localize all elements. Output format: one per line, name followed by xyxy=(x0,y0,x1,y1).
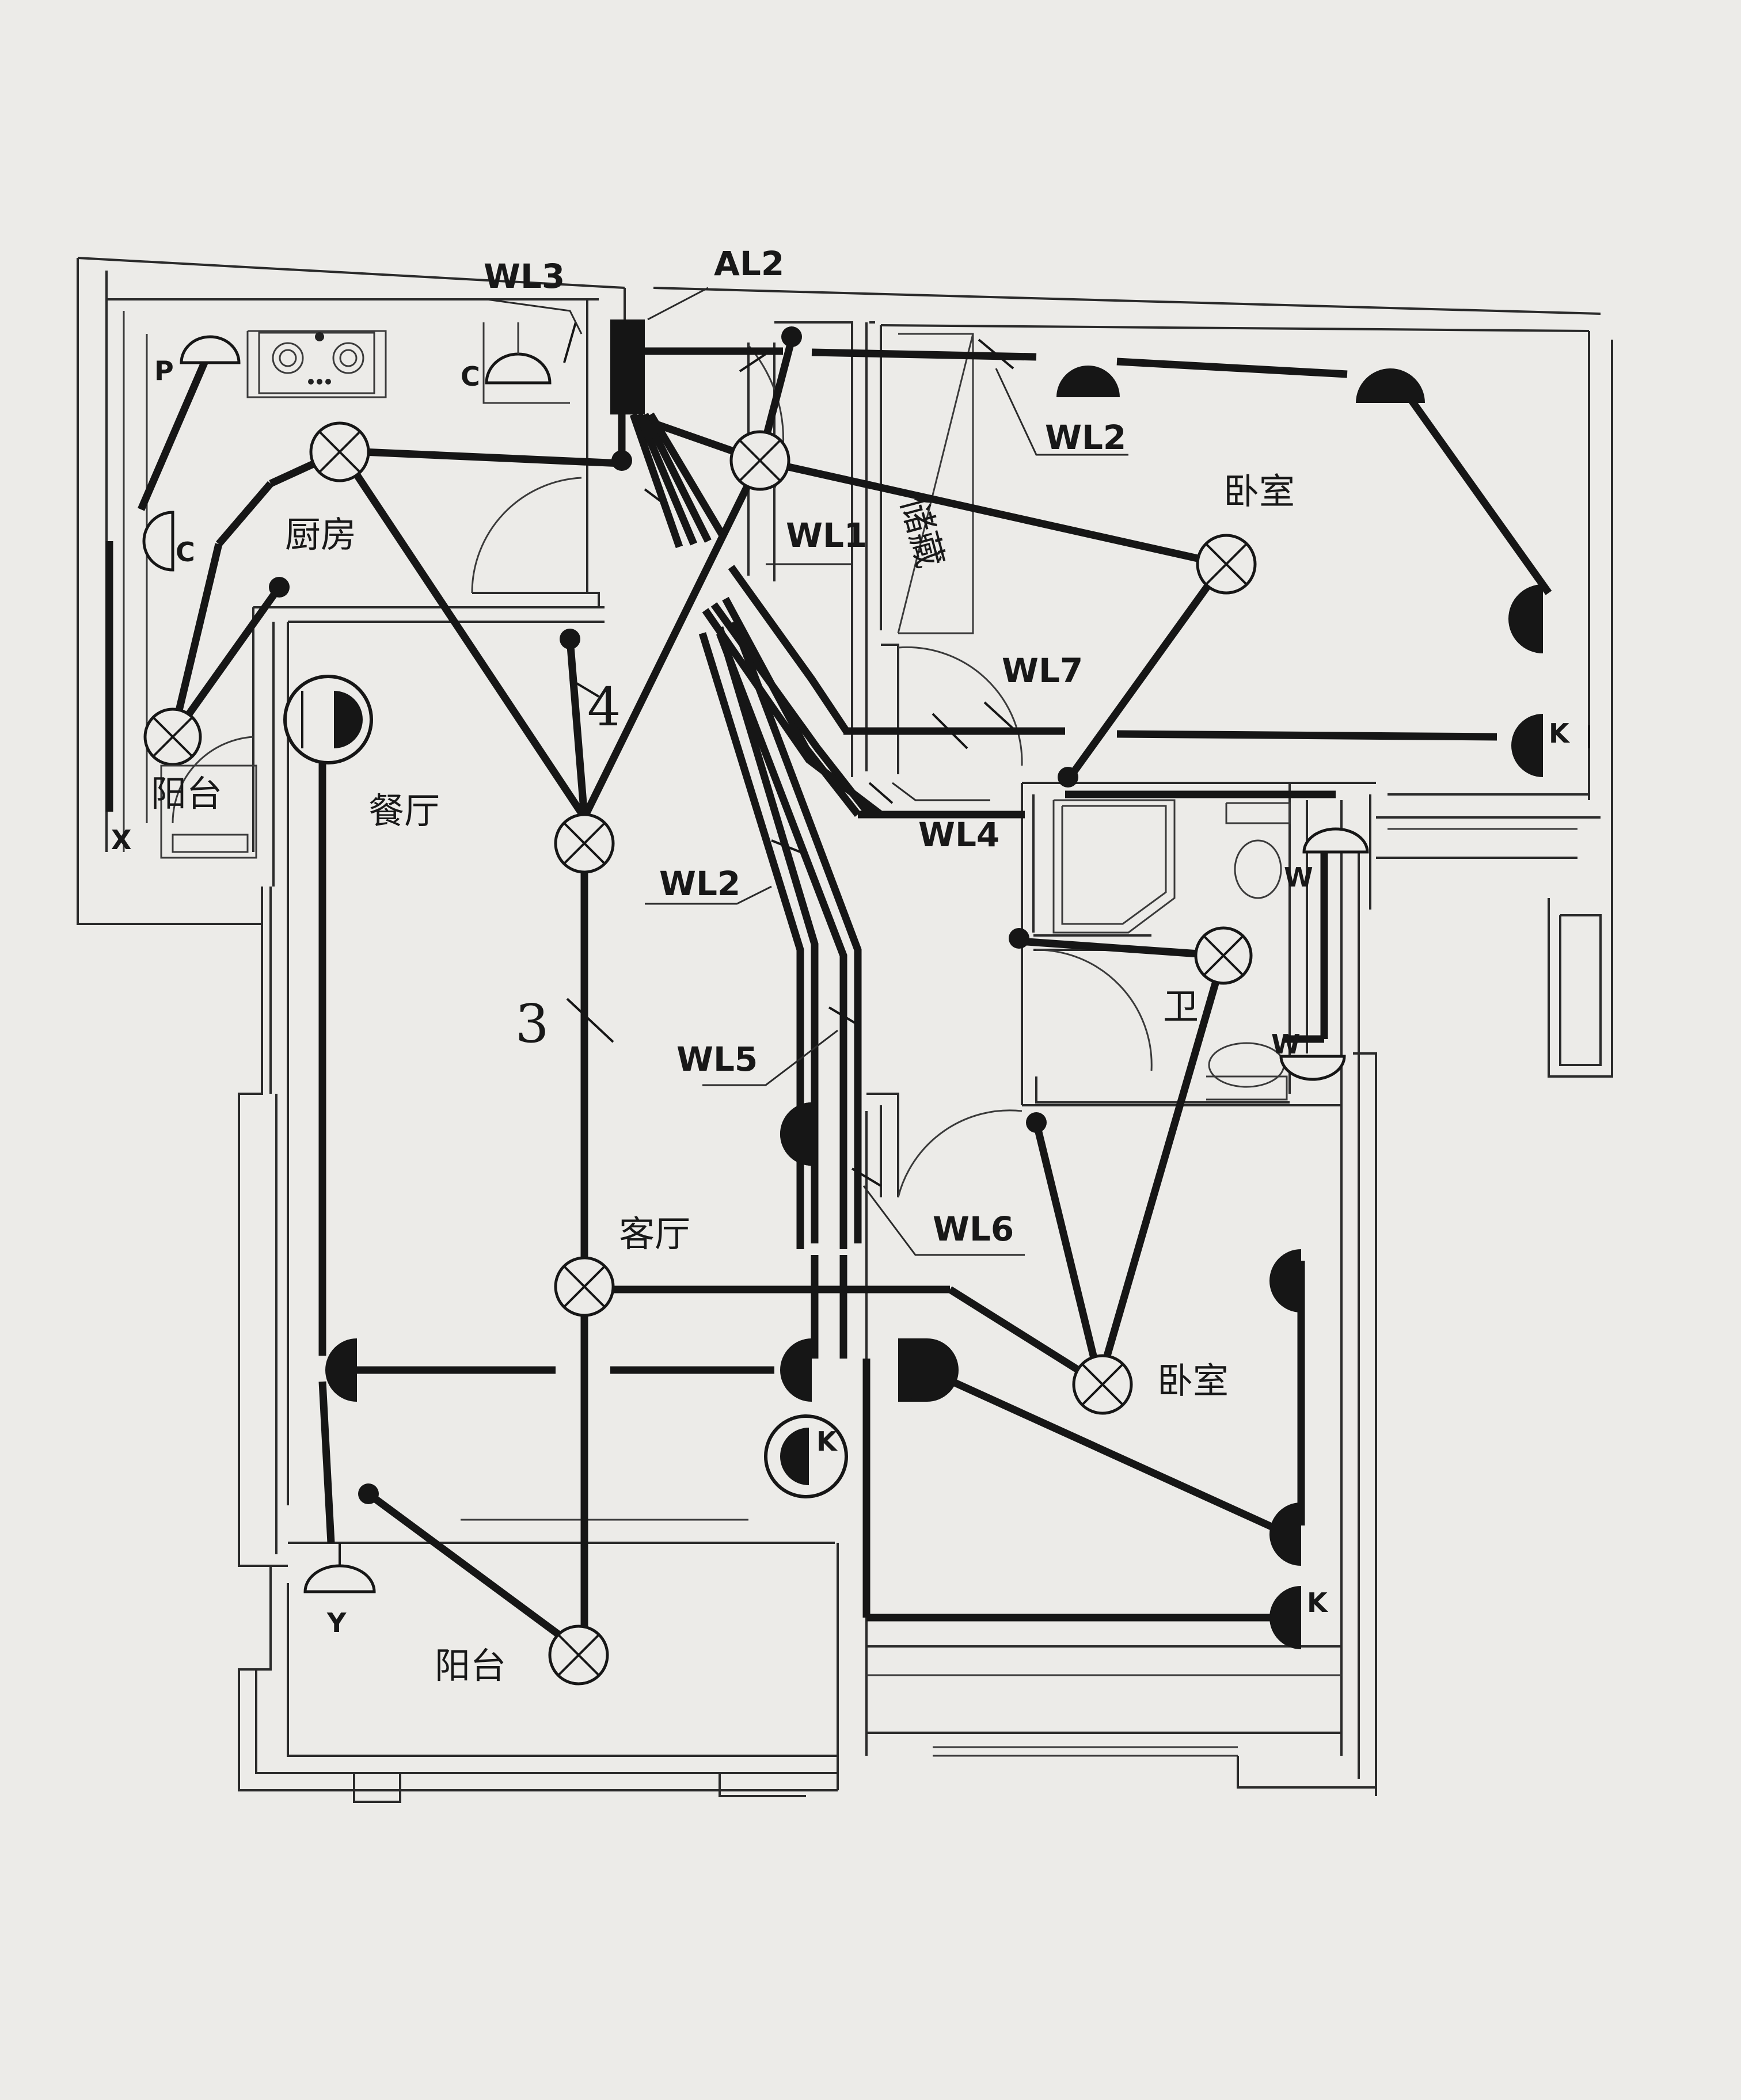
socket-bedroom-k[interactable] xyxy=(1511,714,1543,777)
symbol-w-bottom: W xyxy=(1271,1029,1301,1060)
socket-living-right[interactable] xyxy=(780,1338,812,1402)
room-living: 客厅 xyxy=(619,1213,690,1255)
symbol-k-bedroom-top: K xyxy=(1549,718,1571,749)
socket-kitchen-c-top[interactable] xyxy=(485,322,552,385)
wire-ticks xyxy=(563,322,1590,1187)
socket-kitchen-c-left[interactable] xyxy=(142,511,174,572)
circuit-wl4: WL4 xyxy=(918,815,999,854)
room-bathroom: 卫 xyxy=(1163,986,1199,1028)
symbol-k-bedroom-bottom: K xyxy=(1307,1587,1329,1618)
socket-balcony-y[interactable] xyxy=(303,1543,376,1593)
socket-storage[interactable] xyxy=(1056,366,1120,397)
socket-living-left[interactable] xyxy=(325,1338,357,1402)
gas-stove xyxy=(258,332,375,394)
circuit-wl5: WL5 xyxy=(676,1040,758,1079)
socket-kitchen-p[interactable] xyxy=(180,335,241,364)
socket-living-wall[interactable] xyxy=(780,1102,812,1166)
window-dashes xyxy=(933,828,1422,1676)
room-dining: 餐厅 xyxy=(368,790,440,832)
circuit-wl2-mid: WL2 xyxy=(659,864,740,903)
room-balcony-bottom: 阳台 xyxy=(435,1645,506,1687)
light-bathroom[interactable] xyxy=(1194,926,1253,985)
symbol-c-left: C xyxy=(176,537,195,568)
socket-bedroom-bottom-right-top[interactable] xyxy=(1269,1249,1301,1312)
room-bedroom-bottom: 卧室 xyxy=(1157,1360,1229,1402)
socket-living-k[interactable] xyxy=(764,1414,848,1498)
wire-count-kitchen: 4 xyxy=(587,676,621,738)
ceiling-lights xyxy=(143,421,1257,1686)
symbol-y: Y xyxy=(326,1607,347,1638)
circuit-wl6: WL6 xyxy=(933,1209,1014,1249)
light-living[interactable] xyxy=(554,1256,615,1317)
label-leaders xyxy=(486,287,1128,1256)
walls xyxy=(77,257,1613,1803)
panel-label: AL2 xyxy=(714,244,784,283)
symbol-x: X xyxy=(111,824,131,855)
light-bedroom-top[interactable] xyxy=(1196,534,1257,595)
room-kitchen: 厨房 xyxy=(285,513,356,556)
symbol-c-top: C xyxy=(461,361,480,392)
light-bedroom-bottom[interactable] xyxy=(1072,1354,1133,1415)
distribution-panel-al2[interactable] xyxy=(610,319,645,414)
socket-bath-w2[interactable] xyxy=(1279,1055,1346,1081)
circuit-wl3: WL3 xyxy=(484,257,565,296)
socket-bath-w1[interactable] xyxy=(1302,827,1369,854)
symbol-w-top: W xyxy=(1284,862,1313,893)
light-balcony-bottom[interactable] xyxy=(548,1625,609,1686)
socket-bedroom-right[interactable] xyxy=(1508,584,1543,653)
socket-bedroom-top[interactable] xyxy=(1356,368,1425,403)
socket-bedroom-bottom-left[interactable] xyxy=(898,1338,959,1402)
light-dining[interactable] xyxy=(554,813,615,874)
light-storage[interactable] xyxy=(729,430,790,491)
symbol-k-living: K xyxy=(816,1426,838,1457)
circuit-wl1: WL1 xyxy=(786,516,867,555)
circuit-wl7: WL7 xyxy=(1002,651,1083,690)
socket-bedroom-bottom-k[interactable] xyxy=(1269,1586,1301,1649)
junction-dots xyxy=(269,326,1078,1504)
socket-balcony-x[interactable] xyxy=(160,764,257,859)
socket-dining[interactable] xyxy=(283,675,373,764)
room-bedroom-top: 卧室 xyxy=(1223,470,1295,512)
sockets xyxy=(142,322,1543,1649)
light-kitchen[interactable] xyxy=(309,421,370,482)
symbol-p: P xyxy=(154,355,174,386)
room-balcony-left: 阳台 xyxy=(151,773,222,815)
wire-count-living: 3 xyxy=(515,993,549,1055)
socket-bedroom-bottom-right-mid[interactable] xyxy=(1269,1502,1301,1566)
circuit-wl2-top: WL2 xyxy=(1045,418,1126,457)
light-balcony-left[interactable] xyxy=(143,707,202,766)
labels: AL2 WL3 WL2 WL1 WL7 WL4 WL2 WL5 WL6 4 3 … xyxy=(111,244,1571,1687)
